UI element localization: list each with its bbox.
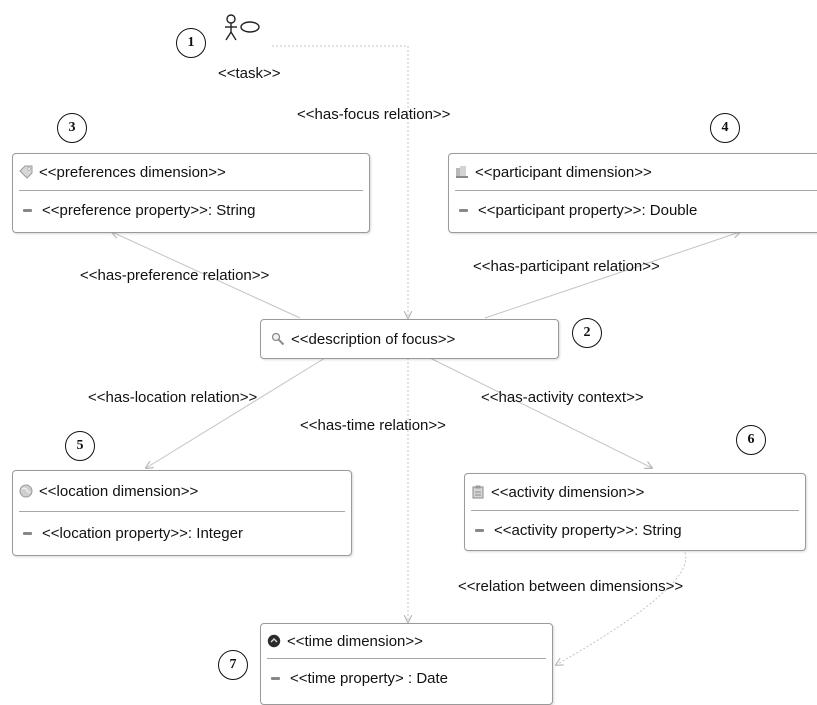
has-participant-relation-label: <<has-participant relation>> bbox=[473, 258, 660, 275]
participant-icon bbox=[456, 166, 468, 178]
has-participant-edge bbox=[484, 232, 740, 319]
task-stereotype-label: <<task>> bbox=[218, 65, 281, 82]
time-dimension-class[interactable]: <<time dimension>> <<time property> : Da… bbox=[260, 623, 553, 705]
participant-dimension-class[interactable]: <<participant dimension>> <<participant … bbox=[448, 153, 817, 233]
has-location-relation-label: <<has-location relation>> bbox=[88, 389, 258, 406]
has-focus-relation-label: <<has-focus relation>> bbox=[297, 106, 451, 123]
number-badge-4: 4 bbox=[710, 113, 740, 143]
search-icon bbox=[271, 332, 285, 346]
divider bbox=[19, 190, 363, 191]
has-focus-edge bbox=[272, 45, 408, 318]
property-marker-icon bbox=[271, 676, 280, 680]
location-property: <<location property>>: Integer bbox=[42, 524, 243, 542]
property-marker-icon bbox=[23, 208, 32, 212]
number-badge-6: 6 bbox=[736, 425, 766, 455]
clock-icon bbox=[267, 634, 281, 648]
number-badge-5: 5 bbox=[65, 431, 95, 461]
divider bbox=[471, 510, 799, 511]
relation-between-dimensions-label: <<relation between dimensions>> bbox=[458, 578, 684, 595]
relation-between-dimensions-edge bbox=[556, 548, 687, 665]
number-badge-7: 7 bbox=[218, 650, 248, 680]
number-badge-3: 3 bbox=[57, 113, 87, 143]
has-activity-context-label: <<has-activity context>> bbox=[481, 389, 644, 406]
time-property: <<time property> : Date bbox=[290, 669, 448, 687]
globe-icon bbox=[19, 484, 33, 498]
divider bbox=[455, 190, 817, 191]
preferences-dimension-class[interactable]: <<preferences dimension>> <<preference p… bbox=[12, 153, 370, 233]
number-badge-1: 1 bbox=[176, 28, 206, 58]
preference-property: <<preference property>>: String bbox=[42, 201, 256, 219]
location-dimension-title: <<location dimension>> bbox=[39, 482, 199, 500]
description-of-focus-class[interactable]: <<description of focus>> bbox=[260, 319, 559, 359]
time-dimension-title: <<time dimension>> bbox=[287, 632, 423, 650]
activity-dimension-title: <<activity dimension>> bbox=[491, 483, 645, 501]
activity-dimension-class[interactable]: <<activity dimension>> <<activity proper… bbox=[464, 473, 806, 551]
divider bbox=[267, 658, 546, 659]
property-marker-icon bbox=[459, 208, 468, 212]
description-of-focus-title: <<description of focus>> bbox=[291, 330, 456, 348]
tag-icon bbox=[19, 165, 33, 179]
clipboard-icon bbox=[472, 485, 484, 499]
participant-dimension-title: <<participant dimension>> bbox=[475, 163, 652, 181]
has-time-relation-label: <<has-time relation>> bbox=[300, 417, 446, 434]
has-preference-edge bbox=[112, 232, 301, 319]
property-marker-icon bbox=[475, 528, 484, 532]
location-dimension-class[interactable]: <<location dimension>> <<location proper… bbox=[12, 470, 352, 556]
has-activity-edge bbox=[429, 357, 652, 468]
has-location-edge bbox=[146, 357, 326, 468]
number-badge-2: 2 bbox=[572, 318, 602, 348]
participant-property: <<participant property>>: Double bbox=[478, 201, 698, 219]
preferences-dimension-title: <<preferences dimension>> bbox=[39, 163, 226, 181]
has-preference-relation-label: <<has-preference relation>> bbox=[80, 267, 270, 284]
property-marker-icon bbox=[23, 531, 32, 535]
activity-property: <<activity property>>: String bbox=[494, 521, 682, 539]
divider bbox=[19, 511, 345, 512]
actor-icon bbox=[225, 14, 260, 41]
